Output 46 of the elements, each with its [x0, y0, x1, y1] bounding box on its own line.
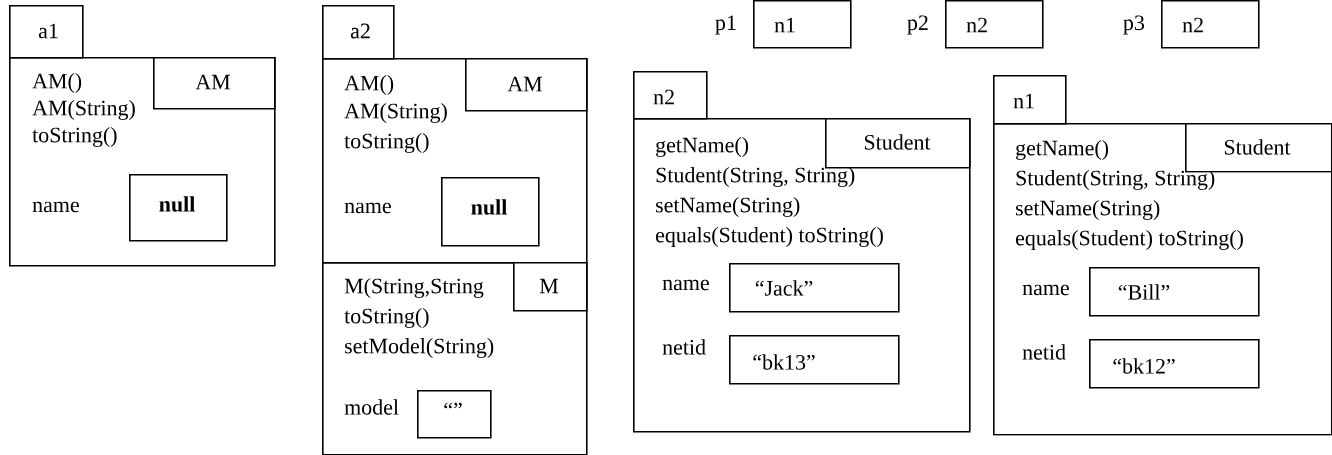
reference-text: n1 [774, 17, 795, 33]
field-name: name [662, 279, 709, 291]
value-text: “Jack” [755, 280, 813, 296]
object-name: a1 [38, 23, 58, 39]
field-name: netid [1022, 344, 1066, 360]
method-signature: Student(String, String) [1016, 170, 1215, 190]
value-text: “bk13” [753, 354, 815, 370]
value-text: null [471, 199, 507, 215]
field-name: name [344, 202, 391, 214]
method-signature: equals(Student) toString() [1015, 230, 1243, 250]
method-signature: setName(String) [656, 197, 800, 217]
reference-text: n2 [1182, 17, 1203, 33]
variable-name: p1 [715, 15, 736, 35]
value-text: “Bill” [1118, 284, 1170, 300]
class-name: M [539, 278, 559, 294]
method-signature: getName() [1016, 140, 1109, 160]
variable-name: p3 [1123, 15, 1145, 35]
class-name: Student [1224, 139, 1291, 155]
method-signature: getName() [656, 137, 749, 157]
method-signature: AM(String) [344, 103, 447, 123]
method-signature: AM() [32, 73, 82, 93]
method-signature: AM(String) [32, 100, 135, 120]
class-name: Student [864, 134, 931, 150]
class-name: AM [507, 76, 543, 92]
variable-name: p2 [907, 15, 928, 35]
value-text: “” [444, 402, 462, 409]
method-signature: toString() [344, 308, 429, 328]
field-name: name [32, 201, 79, 213]
value-text: “bk12” [1113, 358, 1175, 374]
object-name: n2 [653, 89, 674, 105]
method-signature: toString() [32, 127, 117, 147]
method-signature: M(String,String [344, 278, 484, 298]
field-name: model [344, 399, 399, 415]
method-signature: toString() [344, 133, 429, 153]
field-name: name [1022, 284, 1069, 296]
field-name: netid [662, 339, 706, 355]
method-signature: Student(String, String) [656, 167, 855, 187]
object-name: n1 [1013, 93, 1034, 109]
object-name: a2 [350, 23, 370, 39]
value-text: null [159, 196, 195, 212]
reference-text: n2 [966, 17, 987, 33]
class-name: AM [195, 74, 231, 90]
method-signature: equals(Student) toString() [655, 227, 883, 247]
method-signature: setName(String) [1016, 200, 1160, 220]
method-signature: AM() [344, 75, 394, 95]
method-signature: setModel(String) [345, 338, 494, 358]
